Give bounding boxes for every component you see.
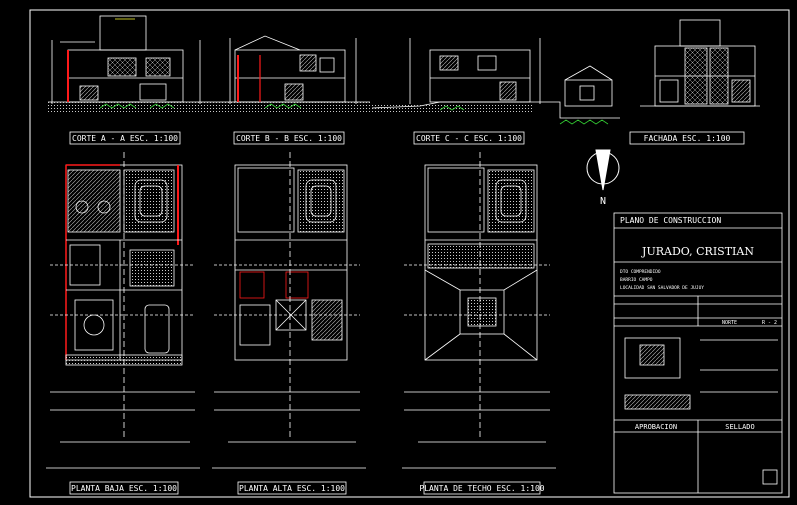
- corte-a-drawing: [48, 15, 212, 112]
- cartouche-aprobacion: APROBACION: [635, 423, 677, 431]
- corte-c-drawing: [371, 38, 620, 125]
- cartouche-line-1: DTO COMPRENDIDO: [620, 269, 661, 275]
- north-arrow-icon: [586, 149, 620, 191]
- cartouche-owner: JURADO, CRISTIAN: [641, 245, 754, 258]
- title-block: [613, 212, 783, 494]
- planta-techo-drawing: [402, 152, 556, 469]
- cartouche-heading: PLANO DE CONSTRUCCION: [620, 216, 721, 225]
- planta-alta-drawing: [212, 152, 366, 469]
- cartouche-line-3: LOCALIDAD SAN SALVADOR DE JUJUY: [620, 285, 704, 291]
- plan-title-boxes: [69, 481, 541, 495]
- cartouche-lamina: NORTE: [722, 320, 737, 326]
- planta-baja-drawing: [46, 152, 200, 469]
- sheet-border: [29, 9, 790, 498]
- planta-alta-title: PLANTA ALTA ESC. 1:100: [239, 484, 345, 493]
- section-title-boxes: [69, 131, 745, 145]
- north-label: N: [600, 196, 606, 207]
- planta-techo-title: PLANTA DE TECHO ESC. 1:100: [419, 484, 544, 493]
- corte-b-title: CORTE B - B ESC. 1:100: [236, 134, 342, 143]
- planta-baja-title: PLANTA BAJA ESC. 1:100: [71, 484, 177, 493]
- corte-a-title: CORTE A - A ESC. 1:100: [72, 134, 178, 143]
- corte-b-drawing: [212, 35, 370, 112]
- fachada-drawing: [640, 19, 760, 107]
- cartouche-line-2: BARRIO CAMPO: [620, 277, 653, 283]
- corte-c-title: CORTE C - C ESC. 1:100: [416, 134, 522, 143]
- fachada-title: FACHADA ESC. 1:100: [644, 134, 731, 143]
- cartouche-lamina-no: R - 2: [762, 320, 777, 326]
- cartouche-sellado: SELLADO: [725, 423, 755, 431]
